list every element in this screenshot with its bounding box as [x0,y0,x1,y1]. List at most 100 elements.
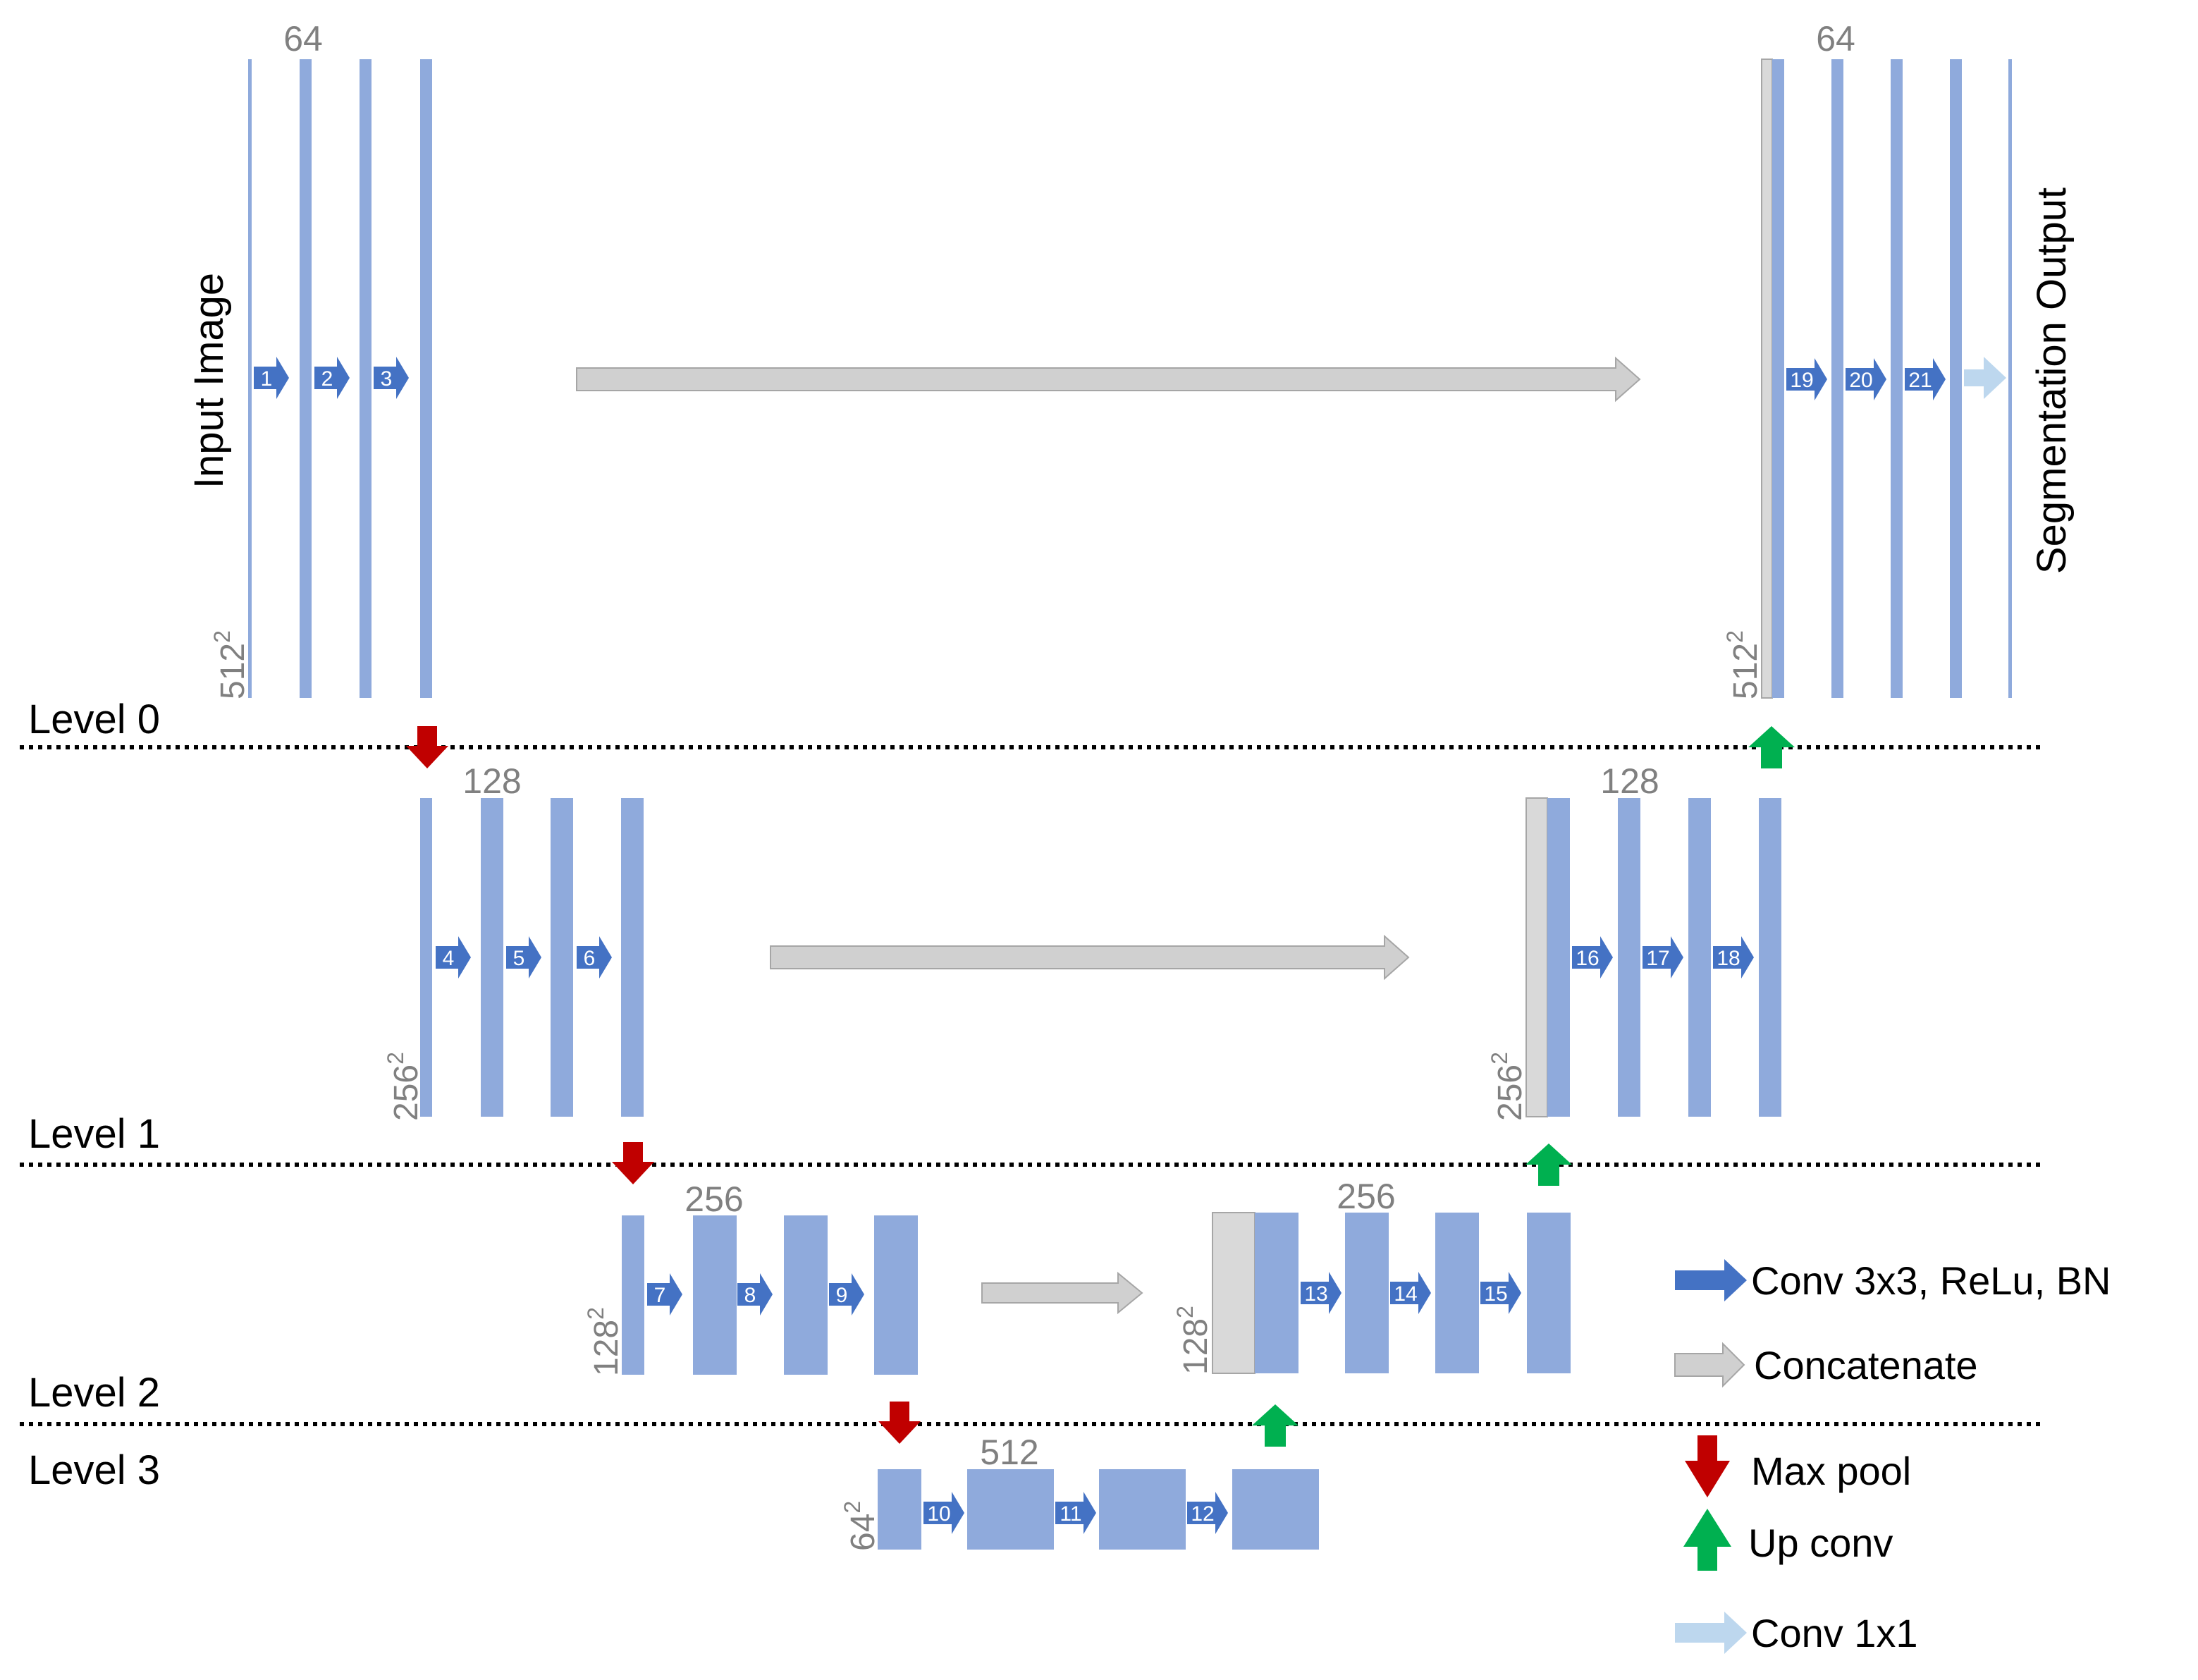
legend: Conv 3x3, ReLu, BN Concatenate Max pool … [1674,1258,2111,1655]
skip-connections [576,356,1641,1315]
size-bottom-value: 64 [845,1514,882,1551]
input-image-block [248,59,252,698]
conv-arrow-number: 6 [584,947,596,970]
conv-arrow-shape [506,936,541,979]
conv-arrow-number: 17 [1646,947,1669,970]
size-enc0-value: 512 [214,643,252,699]
conv-arrow-number: 8 [744,1284,756,1307]
input-image-label: Input Image [186,273,232,489]
size-dec1: 2562 [1487,1052,1529,1121]
size-dec0-value: 512 [1727,643,1764,699]
conv-arrow-number: 11 [1060,1502,1081,1526]
conv-arrow-15: 15 [1480,1272,1521,1314]
feature-map [1232,1469,1319,1550]
size-dec0: 5122 [1722,630,1764,699]
size-enc2-exp: 2 [583,1307,608,1320]
size-enc2-value: 128 [588,1320,625,1376]
conv-arrow-number: 9 [836,1284,848,1307]
feature-map [481,798,503,1117]
conv-arrow-7: 7 [647,1273,682,1316]
conv-arrow-shape [436,936,471,979]
feature-map [1950,59,1962,698]
concat-feature-map [1525,797,1548,1117]
size-dec2-exp: 2 [1172,1306,1198,1318]
conv-arrow-17: 17 [1643,936,1683,979]
conv-arrow-shape [1480,1272,1521,1314]
feature-map [1099,1469,1186,1550]
upconv-arrows [1252,726,1795,1447]
conv-arrow-shape [254,357,289,399]
feature-map [1618,798,1640,1117]
legend-conv-arrow-icon [1675,1259,1747,1301]
level-2-label: Level 2 [28,1370,160,1416]
feature-map [1527,1213,1571,1373]
feature-map [1255,1213,1298,1373]
feature-map [1831,59,1843,698]
conv-arrow-1: 1 [254,357,289,399]
conv-arrow-21: 21 [1905,358,1946,400]
conv-arrow-shape [1572,936,1613,979]
conv-arrow-19: 19 [1786,358,1827,400]
encoder-level-0 [248,59,432,698]
segmentation-output-block [2008,59,2012,698]
channels-enc2: 256 [684,1179,743,1219]
conv-arrow-number: 3 [381,367,393,391]
concat-arrow [981,1271,1143,1315]
level-1-label: Level 1 [28,1111,160,1157]
size-dec2: 1282 [1172,1306,1215,1375]
feature-map [878,1469,921,1550]
conv-arrow-number: 15 [1484,1282,1507,1306]
size-bottom-exp: 2 [840,1501,865,1514]
conv-arrow-number: 12 [1191,1502,1214,1526]
legend-conv1x1-label: Conv 1x1 [1751,1611,1918,1655]
encoder-level-2 [622,1215,918,1375]
conv-arrow-shape [314,357,350,399]
conv-arrow-shape [923,1492,964,1534]
feature-map [693,1215,737,1375]
conv-arrow-10: 10 [923,1492,964,1534]
conv-arrow-shape [1055,1492,1096,1534]
maxpool-arrow [406,726,448,768]
size-dec0-exp: 2 [1722,630,1748,643]
channels-dec0: 64 [1816,19,1855,59]
feature-map [621,798,644,1117]
conv-arrow-11: 11 [1055,1492,1096,1534]
concat-feature-map [1761,59,1773,699]
conv-arrow-18: 18 [1713,936,1754,979]
conv-arrow-number: 18 [1717,947,1740,970]
conv-arrow-shape [1643,936,1683,979]
conv-arrow-shape [829,1273,864,1316]
size-dec2-value: 128 [1177,1318,1215,1375]
upconv-arrow [1525,1143,1572,1186]
decoder-level-1 [1525,797,1781,1117]
maxpool-arrow [878,1402,921,1444]
feature-map [967,1469,1054,1550]
feature-map [300,59,312,698]
feature-map [1891,59,1903,698]
feature-map [622,1215,644,1375]
conv-arrow-number: 13 [1304,1282,1327,1306]
feature-map [420,798,432,1117]
conv-arrow-20: 20 [1846,358,1886,400]
legend-maxpool-label: Max pool [1751,1449,1911,1493]
conv1x1-arrow [1964,357,2006,399]
conv-arrow-number: 4 [443,947,455,970]
conv-arrow-shape [1846,358,1886,400]
upconv-arrow [1252,1404,1298,1447]
legend-conv1x1-arrow-icon [1675,1612,1747,1654]
feature-map [784,1215,828,1375]
legend-maxpool-arrow-icon [1685,1435,1730,1497]
conv-arrow-shape [1905,358,1946,400]
conv-arrow-shape [737,1273,773,1316]
size-enc0-exp: 2 [209,630,235,643]
level-3-label: Level 3 [28,1447,160,1493]
conv-arrow-number: 1 [261,367,273,391]
conv-arrow-shape [1301,1272,1341,1314]
concat-arrow [770,934,1410,981]
conv-arrow-number: 5 [513,947,525,970]
channels-enc1: 128 [462,761,521,801]
conv-arrow-number: 7 [654,1284,666,1307]
feature-map [360,59,372,698]
size-dec1-value: 256 [1492,1065,1529,1121]
maxpool-arrows [406,726,921,1444]
